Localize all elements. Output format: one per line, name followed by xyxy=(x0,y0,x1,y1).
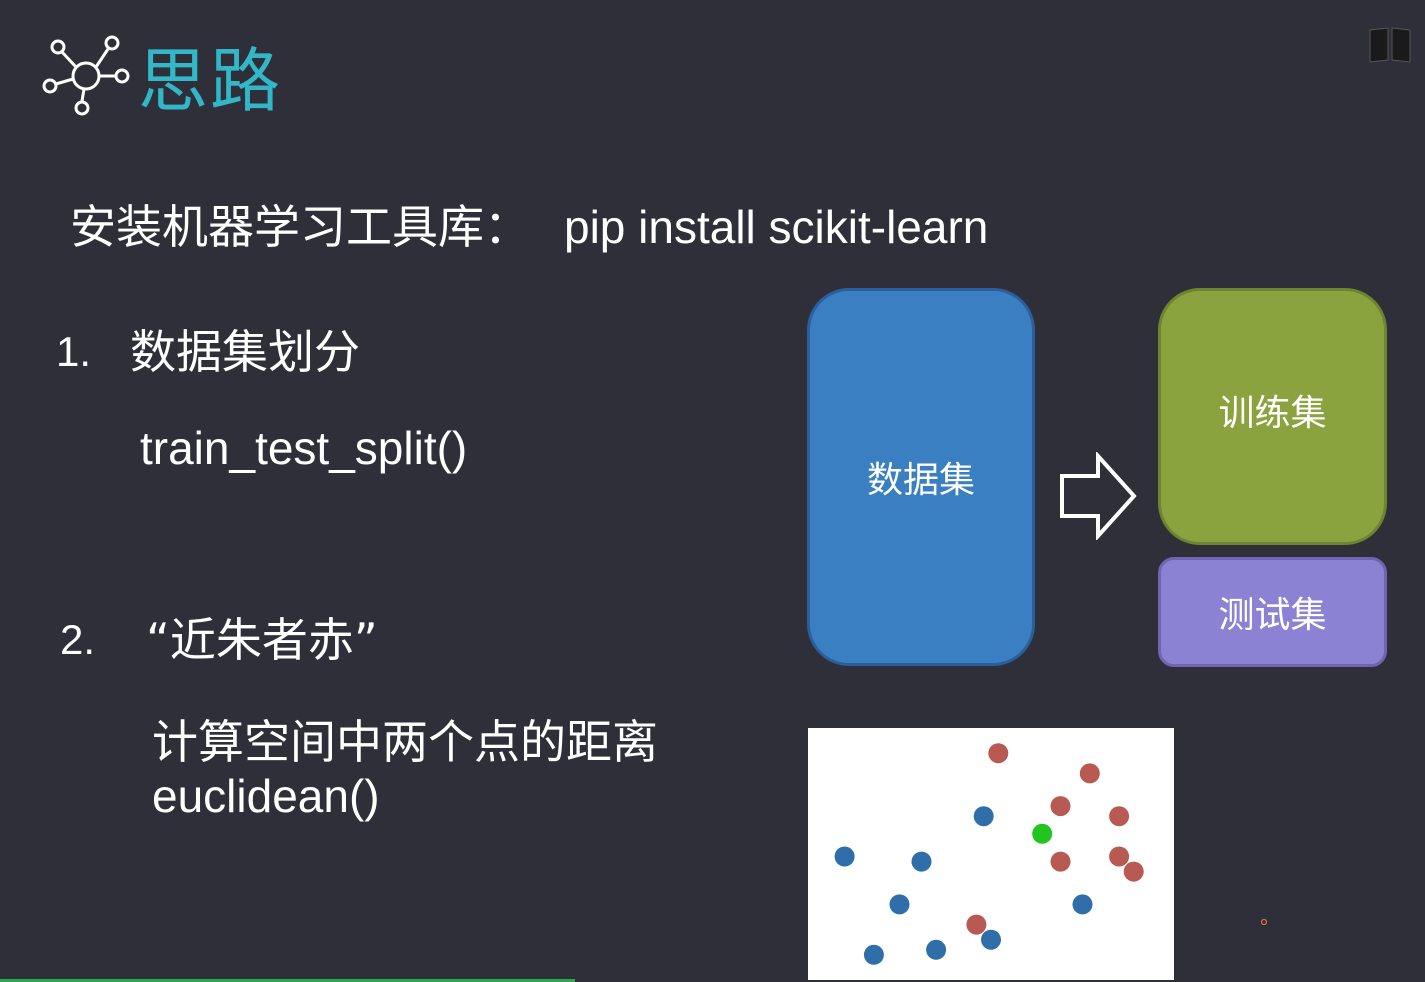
install-command: pip install scikit-learn xyxy=(564,201,989,253)
train-set-label: 训练集 xyxy=(1218,392,1327,434)
step-1-function: train_test_split() xyxy=(140,422,468,474)
train-set-box: 训练集 xyxy=(1158,288,1387,545)
scatter-point-blue xyxy=(863,944,884,965)
network-hub-icon xyxy=(42,35,130,116)
test-set-box: 测试集 xyxy=(1158,557,1387,667)
progress-bar xyxy=(0,979,575,982)
scatter-point-blue xyxy=(981,929,1001,950)
scatter-point-blue xyxy=(973,806,994,827)
scatter-point-green xyxy=(1032,823,1053,844)
scatter-point-red xyxy=(1050,851,1071,872)
right-arrow-icon xyxy=(1060,452,1137,540)
scatter-point-red xyxy=(1109,846,1130,867)
dataset-box: 数据集 xyxy=(807,288,1035,666)
scatter-point-red xyxy=(966,914,987,935)
scatter-point-red xyxy=(1050,796,1071,817)
scatter-point-blue xyxy=(889,894,910,915)
step-2-number: 2. xyxy=(60,616,96,663)
cursor-mark-icon xyxy=(1260,918,1268,926)
scatter-point-blue xyxy=(911,851,932,872)
step-2-function: euclidean() xyxy=(152,770,380,822)
scatter-point-red xyxy=(1109,806,1130,827)
scatter-point-blue xyxy=(1072,894,1093,915)
step-2-description: 计算空间中两个点的距离 xyxy=(152,715,658,769)
install-line: 安装机器学习工具库： pip install scikit-learn xyxy=(70,196,988,258)
step-2-heading: “近朱者赤” xyxy=(146,613,378,667)
scatter-point-red xyxy=(1123,861,1144,882)
step-1-heading: 数据集划分 xyxy=(130,325,360,379)
scatter-point-blue xyxy=(926,939,947,960)
scatter-point-red xyxy=(1079,763,1100,784)
step-1-number: 1. xyxy=(56,328,92,375)
test-set-label: 测试集 xyxy=(1218,595,1327,636)
install-label: 安装机器学习工具库： xyxy=(70,200,530,254)
scatter-plot xyxy=(808,728,1174,980)
page-title: 思路 xyxy=(138,40,282,122)
dataset-label: 数据集 xyxy=(866,460,975,501)
book-icon[interactable] xyxy=(1368,26,1412,66)
scatter-point-red xyxy=(988,743,1009,764)
scatter-point-blue xyxy=(834,846,855,867)
